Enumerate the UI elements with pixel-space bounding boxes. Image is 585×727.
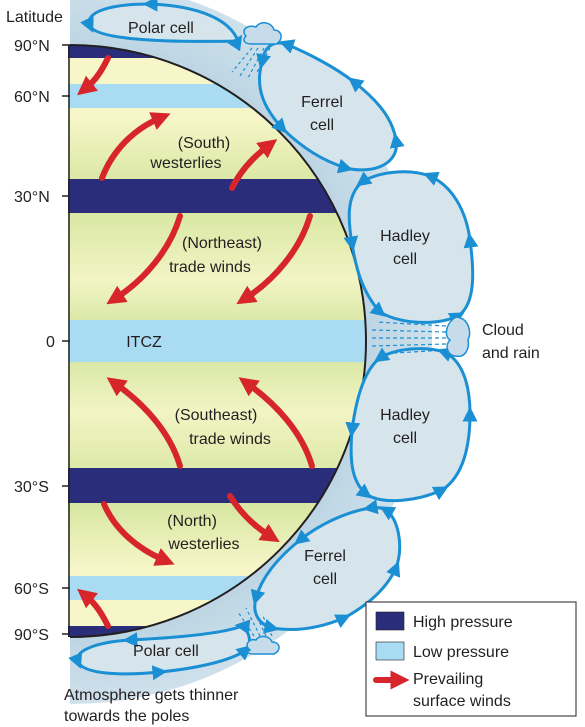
hadley-cell-south [351, 349, 470, 501]
wind-arrow-westerly-south-2 [227, 493, 280, 543]
cloud-label-line2: and rain [482, 345, 540, 362]
rain-streaks [370, 321, 447, 355]
north-westerlies-label-line2: westerlies [167, 536, 239, 553]
south-westerlies-label-line2: westerlies [149, 155, 221, 172]
south-westerlies-label-line1: (South) [178, 135, 230, 152]
hadley-cell-south-label-line2: cell [393, 430, 417, 447]
cloud-icon [445, 316, 471, 358]
ferrel-cell-south [255, 508, 400, 630]
wind-arrow-polar-north [77, 55, 111, 96]
ferrel-cell-south-label-line2: cell [313, 571, 337, 588]
legend-wind-label-line2: surface winds [413, 693, 511, 710]
rain-streaks [237, 607, 273, 637]
cell-labels: Polar cell Ferrel cell Hadley cell Hadle… [128, 20, 430, 660]
legend-low-pressure-label: Low pressure [413, 644, 509, 661]
cloud-icon [246, 635, 280, 655]
thinner-atmosphere-note-line1: Atmosphere gets thinner [64, 687, 239, 704]
legend-low-pressure-swatch [375, 641, 405, 661]
legend-wind-label-line1: Prevailing [413, 671, 483, 688]
ferrel-cell-north-label-line1: Ferrel [301, 94, 343, 111]
latitude-label-90n: 90°N [14, 38, 50, 55]
polar-cell-north [89, 4, 240, 43]
wind-arrow-westerly-north-1 [99, 112, 171, 181]
thinner-atmosphere-note-line2: towards the poles [64, 708, 189, 725]
hadley-cell-north-label-line1: Hadley [380, 228, 430, 245]
latitude-label-60n: 60°N [14, 89, 50, 106]
wind-arrow-westerly-south-1 [101, 501, 175, 566]
latitude-label-30n: 30°N [14, 189, 50, 206]
cloud-label-line1: Cloud [482, 322, 524, 339]
itcz-label: ITCZ [126, 334, 162, 351]
cloud-rain-equator [370, 316, 471, 358]
hadley-cell-south-label-line1: Hadley [380, 407, 430, 424]
wind-arrow-trade-south-2 [238, 377, 315, 469]
wind-arrow-trade-south-1 [106, 377, 183, 469]
low-pressure-band-itcz [68, 320, 366, 362]
latitude-axis-title: Latitude [6, 9, 63, 26]
ferrel-cell-north-label-line2: cell [310, 117, 334, 134]
ferrel-cell-south-label-line1: Ferrel [304, 548, 346, 565]
ferrel-cell-north [257, 43, 396, 170]
north-westerlies-label-line1: (North) [167, 513, 217, 530]
hadley-cell-north [349, 172, 473, 323]
legend: High pressure Low pressure Prevailing su… [365, 601, 577, 717]
wind-arrow-polar-south [77, 588, 111, 629]
polar-cell-north-label: Polar cell [128, 20, 194, 37]
wind-arrow-trade-north-2 [236, 213, 313, 305]
cloud-rain-south [237, 607, 280, 655]
northeast-trades-label-line2: trade winds [169, 259, 251, 276]
high-pressure-band-30s [68, 468, 366, 503]
earth-outline [69, 44, 367, 638]
wind-arrow-trade-north-1 [106, 213, 183, 305]
rain-streaks [231, 47, 271, 79]
hadley-cell-north-label-line2: cell [393, 251, 417, 268]
southeast-trades-label-line2: trade winds [189, 431, 271, 448]
wind-arrow-westerly-north-2 [229, 139, 278, 191]
latitude-label-30s: 30°S [14, 479, 49, 496]
latitude-label-90s: 90°S [14, 627, 49, 644]
circulation-cells [78, 4, 473, 674]
surface-winds [77, 55, 315, 629]
latitude-label-0: 0 [46, 334, 55, 351]
legend-high-pressure-swatch [375, 611, 405, 631]
legend-high-pressure-label: High pressure [413, 614, 513, 631]
high-pressure-band-30n [68, 179, 366, 213]
polar-cell-south [78, 624, 250, 674]
latitude-axis: Latitude 90°N 60°N 30°N 0 30°S 60°S 90°S [6, 9, 70, 644]
polar-cell-south-label: Polar cell [133, 643, 199, 660]
cloud-rain-north [231, 22, 282, 79]
wind-labels: (South) westerlies (Northeast) trade win… [126, 135, 271, 553]
cloud-icon [243, 22, 282, 45]
latitude-label-60s: 60°S [14, 581, 49, 598]
northeast-trades-label-line1: (Northeast) [182, 235, 262, 252]
southeast-trades-label-line1: (Southeast) [175, 407, 258, 424]
